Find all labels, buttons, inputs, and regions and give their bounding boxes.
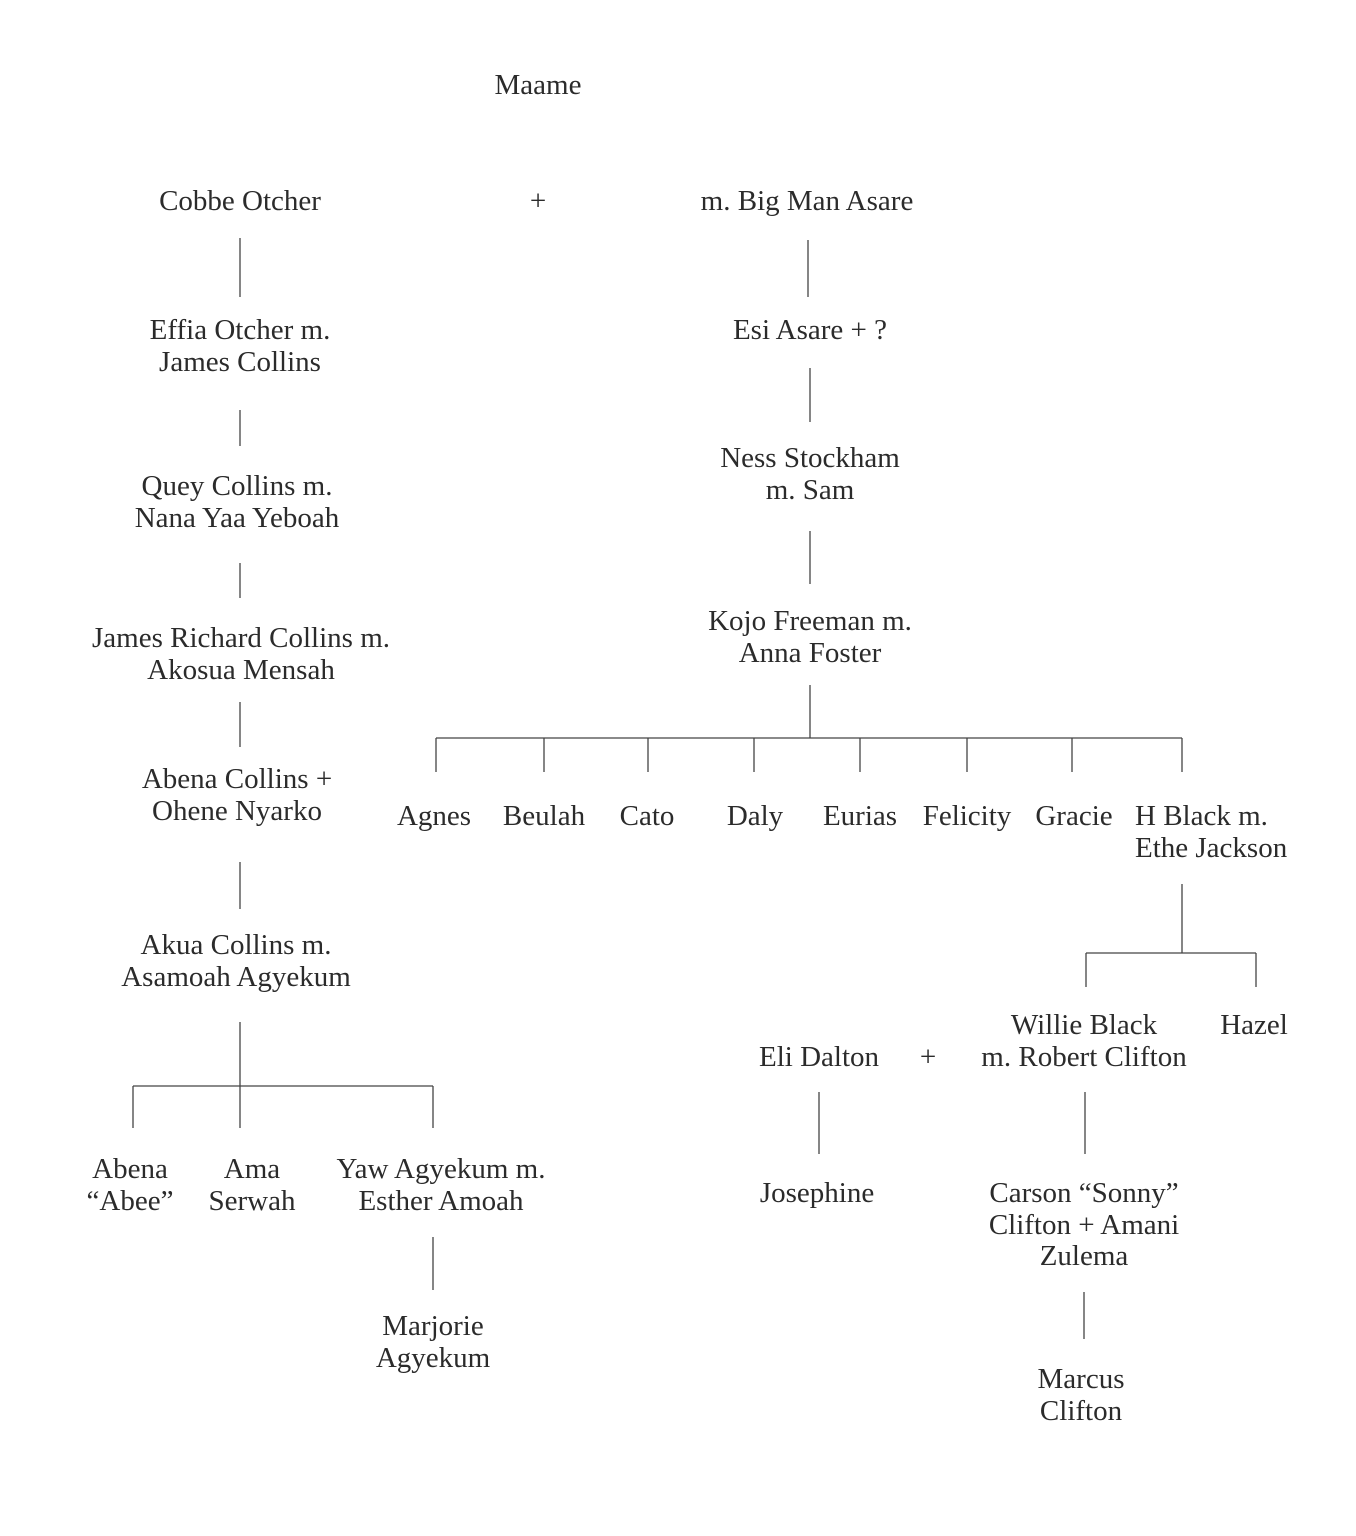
- name: Agyekum: [375, 1341, 491, 1374]
- name: Anna Foster: [738, 636, 882, 669]
- node-yaw-agyekum: Yaw Agyekum m.Esther Amoah: [336, 1153, 546, 1217]
- name: Quey Collins m.: [141, 470, 333, 502]
- node-beulah: Beulah: [502, 800, 586, 833]
- name: Eurias: [822, 800, 898, 832]
- name: H Black m.: [1135, 800, 1268, 832]
- node-quey-collins: Quey Collins m.Nana Yaa Yeboah: [134, 470, 340, 534]
- plus-sign: +: [919, 1041, 937, 1074]
- name: Kojo Freeman m.: [708, 605, 912, 637]
- plus-sign: +: [529, 185, 547, 218]
- node-eurias: Eurias: [822, 800, 898, 833]
- name: Willie Black: [1010, 1009, 1158, 1041]
- name: Asamoah Agyekum: [121, 960, 351, 993]
- name: Marjorie: [382, 1310, 484, 1342]
- name: Effia Otcher m.: [149, 314, 331, 346]
- name: Agnes: [396, 800, 472, 832]
- name: Felicity: [922, 800, 1012, 832]
- name: Cato: [619, 800, 675, 832]
- name: +: [919, 1041, 937, 1073]
- name: m. Sam: [765, 473, 855, 506]
- name: Carson “Sonny”: [989, 1177, 1179, 1209]
- name: Eli Dalton: [758, 1041, 880, 1073]
- name: Clifton: [1039, 1394, 1123, 1427]
- name: “Abee”: [86, 1184, 174, 1217]
- node-esi-asare: Esi Asare + ?: [732, 314, 888, 347]
- name: Akua Collins m.: [140, 929, 332, 961]
- name: Beulah: [502, 800, 586, 832]
- node-gracie: Gracie: [1035, 800, 1113, 833]
- name: Akosua Mensah: [147, 653, 335, 686]
- name: Ethe Jackson: [1135, 831, 1288, 864]
- name: Nana Yaa Yeboah: [134, 501, 340, 534]
- name: Ness Stockham: [720, 442, 900, 474]
- name: Marcus: [1037, 1363, 1125, 1395]
- name: Serwah: [208, 1184, 296, 1217]
- name: Maame: [494, 69, 582, 101]
- node-big-man-asare: m. Big Man Asare: [700, 185, 914, 218]
- name: James Richard Collins m.: [91, 622, 391, 654]
- name: Cobbe Otcher: [159, 185, 321, 217]
- node-kojo-freeman: Kojo Freeman m.Anna Foster: [708, 605, 912, 669]
- node-felicity: Felicity: [922, 800, 1012, 833]
- node-abena-collins: Abena Collins +Ohene Nyarko: [141, 763, 333, 827]
- name: Ama: [223, 1153, 281, 1185]
- node-h-black: H Black m.Ethe Jackson: [1135, 800, 1288, 864]
- name: Abena Collins +: [141, 763, 333, 795]
- node-daly: Daly: [726, 800, 784, 833]
- node-agnes: Agnes: [396, 800, 472, 833]
- name: Abena: [92, 1153, 168, 1185]
- node-abena-abee: Abena“Abee”: [86, 1153, 174, 1217]
- node-effia-otcher: Effia Otcher m.James Collins: [149, 314, 331, 378]
- node-hazel: Hazel: [1220, 1009, 1288, 1042]
- node-cato: Cato: [619, 800, 675, 833]
- name: Gracie: [1035, 800, 1113, 832]
- node-akua-collins: Akua Collins m.Asamoah Agyekum: [121, 929, 351, 993]
- node-cobbe-otcher: Cobbe Otcher: [159, 185, 321, 218]
- name: +: [529, 185, 547, 217]
- name: Daly: [726, 800, 784, 832]
- node-eli-dalton: Eli Dalton: [758, 1041, 880, 1074]
- name: Yaw Agyekum m.: [336, 1153, 546, 1185]
- name: Hazel: [1220, 1009, 1288, 1041]
- name: Ohene Nyarko: [152, 794, 322, 827]
- node-josephine: Josephine: [759, 1177, 875, 1210]
- name: Zulema: [1039, 1240, 1129, 1272]
- name: Esther Amoah: [358, 1184, 524, 1217]
- name: m. Big Man Asare: [700, 185, 914, 217]
- node-james-richard-collins: James Richard Collins m.Akosua Mensah: [91, 622, 391, 686]
- name: m. Robert Clifton: [981, 1040, 1187, 1073]
- name: Clifton + Amani: [988, 1208, 1180, 1241]
- node-maame: Maame: [494, 69, 582, 102]
- name: James Collins: [159, 345, 321, 378]
- name: Josephine: [759, 1177, 875, 1209]
- name: Esi Asare + ?: [732, 314, 888, 346]
